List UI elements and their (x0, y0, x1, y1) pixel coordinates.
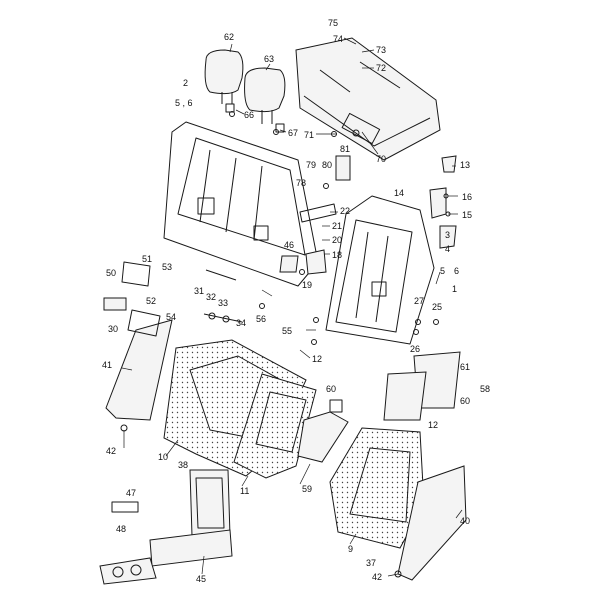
callout-78: 78 (296, 178, 306, 188)
callout-46: 46 (284, 240, 294, 250)
leader-lines (121, 37, 463, 577)
callout-12-upper: 12 (312, 354, 322, 364)
callout-41: 41 (102, 360, 112, 370)
seat-back-frame-right (325, 195, 435, 345)
callout-18: 18 (332, 250, 342, 260)
callout-62: 62 (224, 32, 234, 42)
armrest (149, 469, 233, 567)
callout-11: 11 (240, 486, 249, 496)
callout-54: 54 (166, 312, 176, 322)
callout-40: 40 (460, 516, 470, 526)
backrest-panel-61 (383, 351, 461, 421)
lock-parts-right (429, 155, 457, 249)
callout-34: 34 (236, 318, 246, 328)
side-trim-left (105, 319, 173, 421)
backrest-cushion-center (233, 373, 317, 479)
callout-12-lower: 12 (428, 420, 438, 430)
callout-16: 16 (462, 192, 472, 202)
side-trim-right (397, 465, 467, 581)
backrest-cushion-right (329, 427, 425, 549)
callout-5-6: 5 , 6 (175, 98, 193, 108)
callout-72: 72 (376, 63, 386, 73)
callout-67: 67 (288, 128, 298, 138)
callout-45: 45 (196, 574, 206, 584)
callout-59: 59 (302, 484, 312, 494)
callout-31: 31 (194, 286, 204, 296)
backrest-panel-59 (297, 399, 349, 463)
callout-66: 66 (244, 110, 254, 120)
callout-10: 10 (158, 452, 168, 462)
callout-51: 51 (142, 254, 152, 264)
seat-back-frame-left (163, 121, 319, 287)
callout-9: 9 (348, 544, 353, 554)
callout-50: 50 (106, 268, 116, 278)
callout-26: 26 (410, 344, 420, 354)
callout-42-left: 42 (106, 446, 116, 456)
callout-13: 13 (460, 160, 470, 170)
callout-60-right: 60 (460, 396, 470, 406)
callout-60-upper: 60 (326, 384, 336, 394)
callout-2: 2 (183, 78, 188, 88)
callout-75: 75 (328, 18, 338, 28)
fasteners (120, 111, 451, 578)
callout-4: 4 (445, 244, 450, 254)
hinge-pin (203, 312, 243, 323)
callout-63: 63 (264, 54, 274, 64)
callout-5: 5 (440, 266, 445, 276)
callout-71: 71 (304, 130, 314, 140)
callout-1: 1 (452, 284, 457, 294)
callout-25: 25 (432, 302, 442, 312)
callout-48: 48 (116, 524, 126, 534)
callout-22: 22 (340, 206, 350, 216)
headrest-left (204, 49, 244, 104)
latch-parts-center (279, 155, 351, 275)
headrest-right (244, 67, 286, 124)
callout-61: 61 (460, 362, 470, 372)
callout-32: 32 (206, 292, 216, 302)
callout-56: 56 (256, 314, 266, 324)
callout-27: 27 (414, 296, 424, 306)
callout-74: 74 (333, 34, 343, 44)
callout-6: 6 (454, 266, 459, 276)
callout-73: 73 (376, 45, 386, 55)
callout-3: 3 (445, 230, 450, 240)
callout-70: 70 (376, 154, 386, 164)
callout-37: 37 (366, 558, 376, 568)
callout-labels: 2 5 , 6 62 63 66 67 75 74 73 72 71 70 81… (102, 18, 490, 584)
callout-53: 53 (162, 262, 172, 272)
callout-80: 80 (322, 160, 332, 170)
callout-15: 15 (462, 210, 472, 220)
callout-30: 30 (108, 324, 118, 334)
callout-33: 33 (218, 298, 228, 308)
callout-52: 52 (146, 296, 156, 306)
bracket-parts-left (103, 261, 161, 337)
callout-58: 58 (480, 384, 490, 394)
parcel-shelf (295, 37, 441, 161)
callout-47: 47 (126, 488, 136, 498)
callout-14: 14 (394, 188, 404, 198)
callout-19: 19 (302, 280, 312, 290)
cupholder (99, 501, 157, 585)
callout-79: 79 (306, 160, 316, 170)
callout-38: 38 (178, 460, 188, 470)
callout-42-right: 42 (372, 572, 382, 582)
callout-20: 20 (332, 235, 342, 245)
callout-81: 81 (340, 144, 350, 154)
callout-55: 55 (282, 326, 292, 336)
callout-21: 21 (332, 221, 342, 231)
